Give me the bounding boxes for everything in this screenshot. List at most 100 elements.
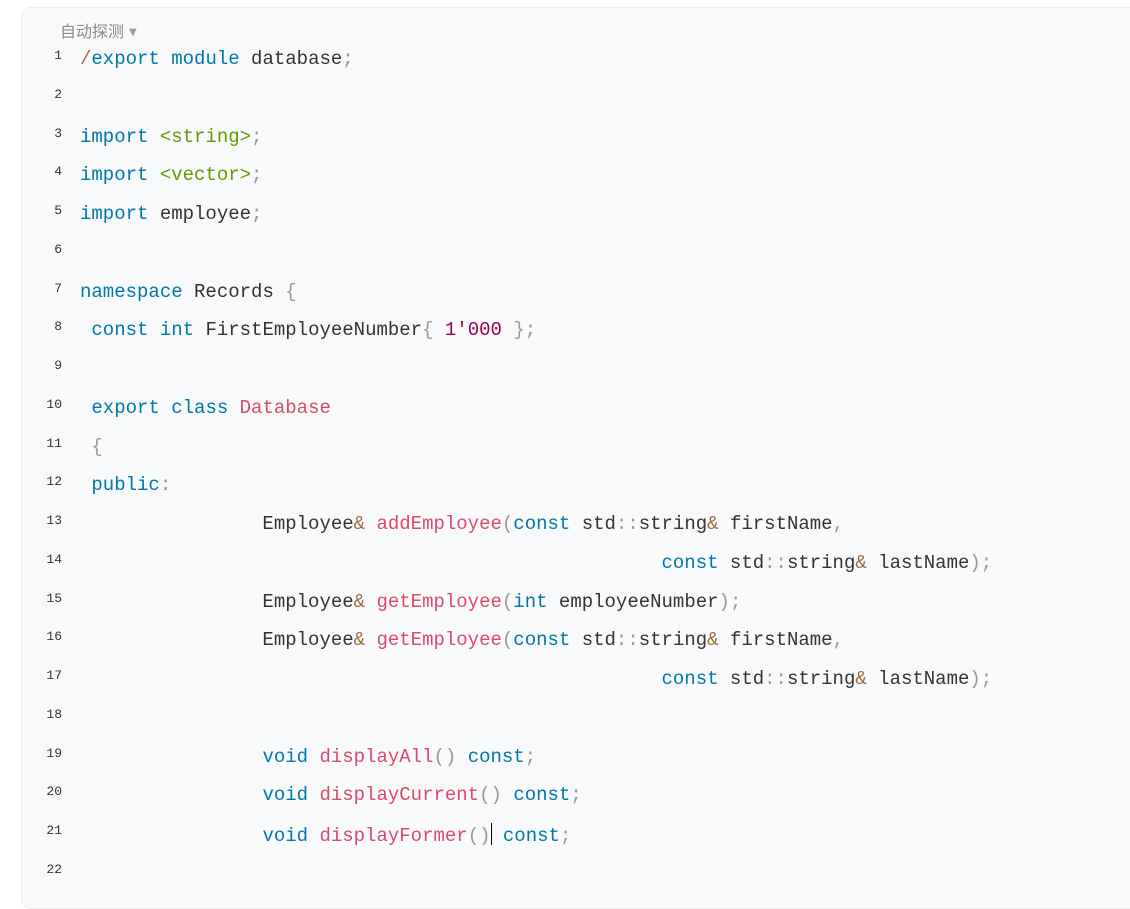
token-operator: & (855, 551, 867, 574)
line-source: void displayAll() const; (80, 746, 536, 768)
token-number: 1'000 (444, 319, 502, 342)
line-source: const std::string& lastName); (80, 668, 993, 690)
line-source: Employee& getEmployee(int employeeNumber… (80, 591, 741, 613)
token-text: employee (148, 203, 252, 225)
token-cls: Database (239, 396, 331, 419)
line-number: 1 (54, 48, 62, 63)
line-source: public: (80, 474, 171, 496)
token-text: firstName (718, 629, 833, 652)
token-text (502, 784, 513, 806)
token-text (365, 629, 376, 651)
token-text (80, 436, 91, 458)
token-punct: ( (501, 629, 514, 652)
token-text: string (786, 668, 856, 690)
line-number: 17 (46, 668, 62, 683)
token-punct: :: (764, 668, 787, 690)
token-text (80, 474, 91, 496)
token-punct: :: (764, 551, 787, 574)
token-text: Records (182, 280, 286, 303)
token-text: std (570, 629, 616, 652)
token-keyword: const (513, 513, 571, 535)
token-punct: () (433, 745, 457, 768)
token-text: database (239, 48, 343, 70)
line-number: 6 (54, 241, 62, 257)
token-punct: ; (342, 48, 354, 70)
token-punct: { (422, 319, 434, 342)
token-text: string (786, 551, 856, 574)
token-punct: ; (524, 745, 537, 768)
token-text (502, 319, 513, 341)
line-number: 3 (54, 125, 62, 141)
line-number: 15 (46, 590, 62, 606)
token-function: displayFormer (319, 825, 468, 847)
token-text (228, 397, 239, 419)
triangle-down-icon: ▼ (129, 27, 137, 38)
token-keyword: import (80, 203, 149, 225)
token-text: Employee (80, 590, 354, 613)
token-text (308, 825, 319, 847)
token-operator: & (855, 668, 867, 690)
line-number: 16 (46, 629, 62, 645)
line-number: 2 (54, 86, 62, 102)
token-keyword: class (171, 396, 229, 419)
token-text (80, 668, 662, 690)
line-source: import <string>; (80, 126, 262, 148)
line-source: Employee& addEmployee(const std::string&… (80, 513, 844, 535)
token-text (148, 126, 159, 148)
token-keyword: namespace (80, 280, 183, 303)
token-text: string (638, 513, 708, 535)
line-number: 13 (46, 513, 62, 528)
token-operator: & (353, 590, 366, 613)
token-punct: ; (251, 164, 263, 187)
token-text (308, 784, 319, 806)
token-function: addEmployee (376, 513, 502, 535)
token-punct: :: (615, 629, 639, 652)
line-source: void displayFormer() const; (80, 823, 571, 847)
token-keyword: int (159, 319, 195, 342)
line-number: 9 (54, 358, 62, 373)
token-keyword: const (91, 319, 149, 342)
token-text (80, 784, 262, 806)
token-punct: ; (559, 825, 572, 847)
token-punct: { (91, 435, 103, 458)
token-text (160, 48, 171, 70)
token-keyword: const (661, 668, 719, 690)
token-punct: ); (718, 590, 742, 613)
line-source: const int FirstEmployeeNumber{ 1'000 }; (80, 319, 536, 341)
token-keyword: const (467, 745, 525, 768)
token-keyword: export (91, 396, 160, 419)
token-text (148, 319, 159, 341)
language-label: 自动探测 (60, 22, 125, 41)
token-keyword: void (262, 784, 309, 807)
line-number: 12 (46, 474, 62, 490)
token-operator: & (707, 629, 719, 652)
token-punct: () (467, 825, 491, 847)
token-text: employeeNumber (547, 590, 719, 613)
line-source: export class Database (80, 396, 331, 419)
token-punct: ); (969, 551, 993, 574)
line-number: 14 (46, 551, 62, 567)
token-text (80, 319, 91, 341)
language-selector[interactable]: 自动探测 ▼ (60, 18, 137, 42)
token-keyword: module (171, 48, 240, 70)
line-number: 10 (46, 396, 62, 412)
token-text (80, 397, 91, 419)
token-text (365, 513, 376, 535)
token-keyword: int (513, 590, 548, 613)
token-function: displayCurrent (319, 784, 480, 807)
token-punct: ; (251, 125, 263, 148)
token-text: Employee (80, 629, 354, 652)
token-punct: ( (501, 590, 514, 613)
token-keyword: export (91, 48, 160, 70)
line-source: void displayCurrent() const; (80, 784, 581, 807)
line-number: 22 (46, 861, 62, 877)
line-number: 7 (54, 280, 62, 296)
token-punct: ( (501, 513, 514, 535)
token-punct: { (285, 280, 297, 303)
token-punct: ); (969, 668, 993, 690)
token-text (456, 746, 467, 768)
token-keyword: public (91, 474, 160, 497)
token-text: std (570, 513, 616, 535)
token-text (80, 825, 262, 847)
token-text: string (638, 629, 708, 652)
